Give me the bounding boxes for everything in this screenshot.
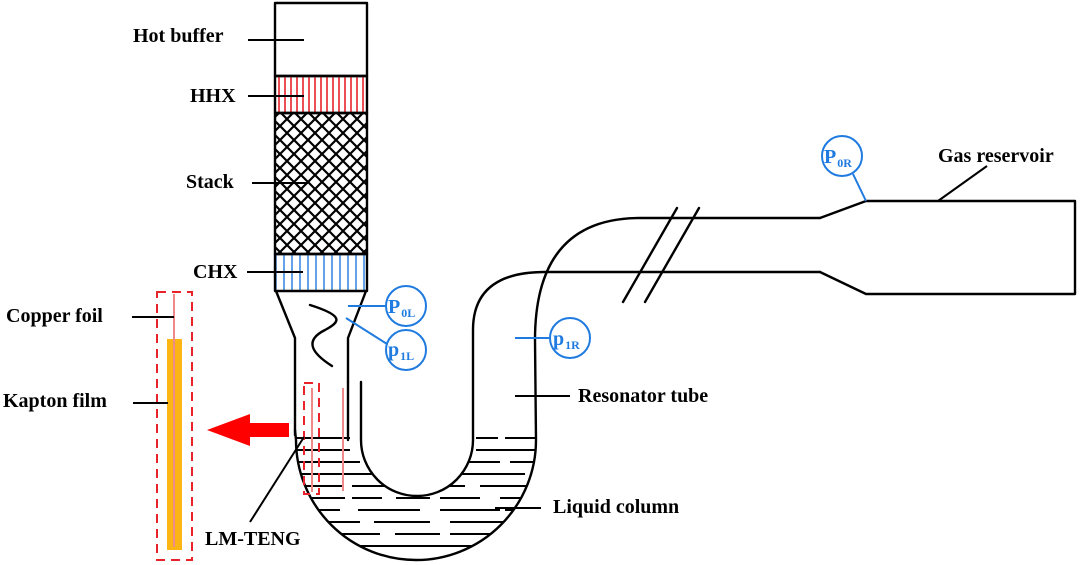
label-hot-buffer: Hot buffer xyxy=(133,25,224,47)
label-chx: CHX xyxy=(193,261,238,283)
reducer-left-wall xyxy=(274,289,297,437)
wavy-line xyxy=(308,303,338,368)
svg-text:p1L: p1L xyxy=(388,339,414,363)
gas-reservoir xyxy=(818,199,1077,296)
svg-text:P0L: P0L xyxy=(388,296,415,320)
hhx-block xyxy=(275,76,367,113)
sensor-p1R[interactable]: p1R xyxy=(515,317,591,359)
sensor-p1L[interactable]: p1L xyxy=(345,317,427,371)
svg-text:p1R: p1R xyxy=(553,328,580,352)
label-stack: Stack xyxy=(186,171,235,193)
tube-break-marks xyxy=(621,206,701,304)
u-tube-inner xyxy=(359,270,822,498)
label-kapton-film: Kapton film xyxy=(3,390,107,412)
engine-column xyxy=(273,1,369,293)
sensor-P0L[interactable]: P0L xyxy=(348,285,427,327)
label-resonator-tube: Resonator tube xyxy=(578,385,708,407)
label-liquid-column: Liquid column xyxy=(553,496,679,518)
label-lm-teng: LM-TENG xyxy=(205,528,301,550)
label-hhx: HHX xyxy=(190,85,236,107)
label-gas-reservoir: Gas reservoir xyxy=(938,145,1054,167)
reducer-right-wall xyxy=(346,289,368,384)
liquid-column xyxy=(296,437,536,547)
svg-text:P0R: P0R xyxy=(824,146,852,170)
zoom-arrow xyxy=(207,414,289,446)
label-copper-foil: Copper foil xyxy=(6,305,103,327)
sensor-P0R[interactable]: P0R xyxy=(821,135,867,202)
lm-teng-detail xyxy=(156,291,193,561)
